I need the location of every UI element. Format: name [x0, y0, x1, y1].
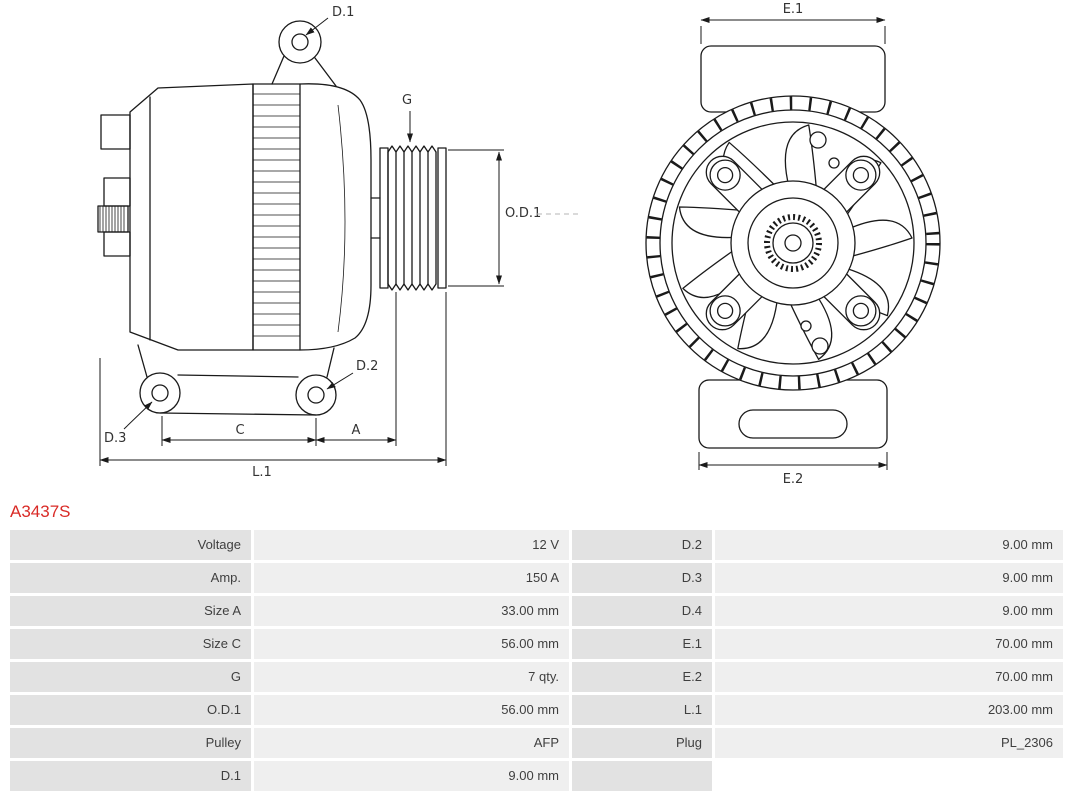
spec-label-cell: E.1 — [572, 629, 712, 659]
spec-empty-cell — [715, 761, 1063, 791]
dim-label-g: G — [402, 93, 412, 108]
spec-label-cell — [572, 761, 712, 791]
spec-label-cell: O.D.1 — [10, 695, 251, 725]
front-housing — [299, 83, 372, 351]
lug-hole-left — [151, 384, 169, 402]
front-pulley-hub — [730, 180, 856, 306]
spec-value-cell: PL_2306 — [715, 728, 1063, 758]
alternator-diagram-svg: D.1 G O.D.1 D.3 D.2 C A L.1 — [97, 2, 941, 487]
spec-value-cell: 56.00 mm — [254, 629, 569, 659]
spec-label-cell: Size A — [10, 596, 251, 626]
spec-label-cell: D.1 — [10, 761, 251, 791]
dim-label-e1: E.1 — [783, 2, 804, 17]
spec-value-cell: 9.00 mm — [715, 596, 1063, 626]
dim-label-l1: L.1 — [252, 465, 272, 480]
lug-hole-right — [307, 386, 325, 404]
pulley — [379, 145, 447, 291]
spec-label-cell: Pulley — [10, 728, 251, 758]
spec-table: Voltage 12 V D.2 9.00 mm Amp. 150 A D.3 … — [10, 530, 1070, 791]
spec-value-cell: AFP — [254, 728, 569, 758]
dim-label-c: C — [235, 423, 244, 438]
bolt-detail — [809, 131, 827, 149]
spec-label-cell: Amp. — [10, 563, 251, 593]
dim-label-d3: D.3 — [104, 431, 126, 446]
lug-hole-right-outline — [295, 374, 337, 416]
spec-value-cell: 203.00 mm — [715, 695, 1063, 725]
spec-label-cell: E.2 — [572, 662, 712, 692]
spec-label-cell: G — [10, 662, 251, 692]
spec-label-cell: Plug — [572, 728, 712, 758]
spec-label-cell: D.4 — [572, 596, 712, 626]
stator-section — [252, 83, 301, 351]
spec-label-cell: Size C — [10, 629, 251, 659]
spec-value-cell: 7 qty. — [254, 662, 569, 692]
bottom-slot — [738, 409, 848, 439]
alternator-front-view: E.1 — [645, 2, 941, 487]
part-number: A3437S — [10, 502, 71, 521]
dim-label-e2: E.2 — [783, 472, 804, 487]
dim-label-d1: D.1 — [332, 5, 354, 20]
spec-label-cell: Voltage — [10, 530, 251, 560]
bolt-detail — [828, 157, 840, 169]
spec-value-cell: 9.00 mm — [715, 530, 1063, 560]
dim-label-a: A — [352, 423, 361, 438]
technical-drawings: D.1 G O.D.1 D.3 D.2 C A L.1 — [97, 2, 941, 487]
bolt-detail — [800, 320, 812, 332]
rear-housing — [129, 83, 254, 351]
spec-label-cell: D.2 — [572, 530, 712, 560]
spec-value-cell: 70.00 mm — [715, 662, 1063, 692]
spec-value-cell: 56.00 mm — [254, 695, 569, 725]
spec-value-cell: 9.00 mm — [715, 563, 1063, 593]
mount-ear-outline — [278, 20, 322, 64]
dim-label-od1: O.D.1 — [505, 206, 541, 221]
bolt-detail — [811, 337, 829, 355]
spec-value-cell: 150 A — [254, 563, 569, 593]
spec-value-cell: 70.00 mm — [715, 629, 1063, 659]
dim-label-d2: D.2 — [356, 359, 378, 374]
spec-value-cell: 33.00 mm — [254, 596, 569, 626]
spec-label-cell: L.1 — [572, 695, 712, 725]
terminal-block — [97, 205, 129, 233]
mount-ear-hole — [291, 33, 309, 51]
spec-label-cell: D.3 — [572, 563, 712, 593]
lug-hole-left-outline — [139, 372, 181, 414]
cooling-fins — [646, 96, 940, 390]
alternator-side-view: D.1 G O.D.1 D.3 D.2 C A L.1 — [97, 5, 578, 480]
spec-value-cell: 9.00 mm — [254, 761, 569, 791]
spec-value-cell: 12 V — [254, 530, 569, 560]
